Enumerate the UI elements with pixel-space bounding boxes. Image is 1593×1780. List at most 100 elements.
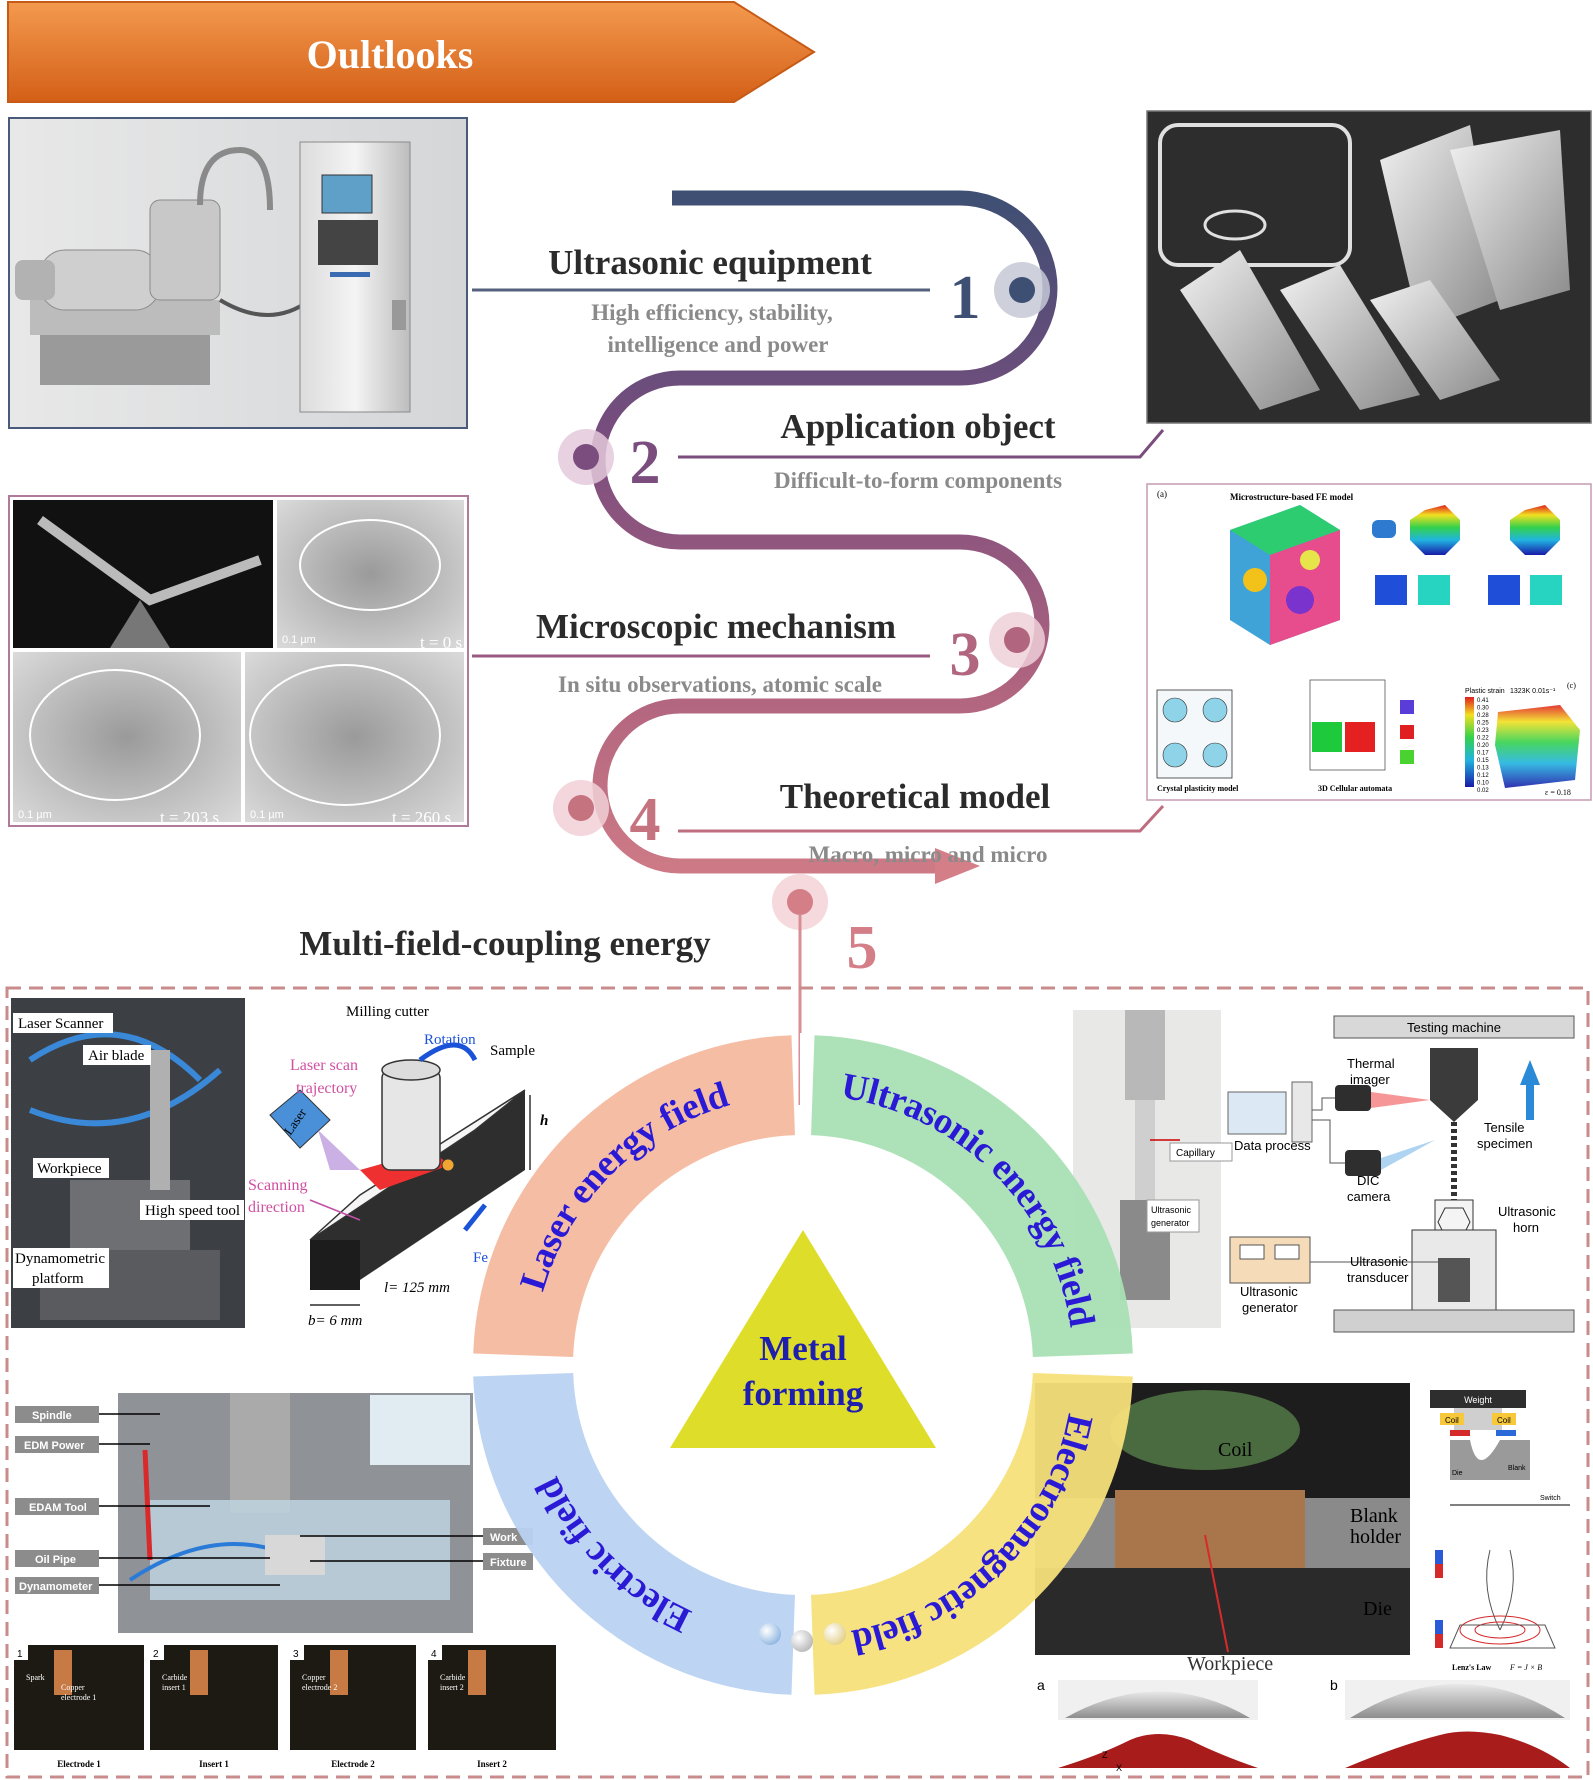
fe-legend-value: 0.13 [1477, 766, 1489, 772]
electromagnetic-schematic: Weight Coil Coil Die Blank Switch Lenz's… [1430, 1390, 1570, 1672]
workpiece-label-laser: Workpiece [37, 1161, 102, 1177]
rotation-label: Rotation [424, 1032, 476, 1048]
transducer-label-2: transducer [1347, 1270, 1409, 1285]
step-2: Application object Difficult-to-form com… [630, 407, 1063, 497]
width-label: b= 6 mm [308, 1313, 362, 1329]
edm-frame-annotation: Copper [61, 1683, 85, 1692]
edm-power-label: EDM Power [24, 1440, 85, 1452]
edm-frame-annotation: Spark [26, 1673, 45, 1682]
tensile-label-1: Tensile [1484, 1120, 1524, 1135]
step-marker-1 [994, 262, 1050, 318]
time-label-260: t = 260 s [392, 808, 451, 827]
die-label: Die [1363, 1598, 1392, 1620]
strain-condition: 1323K 0.01s⁻¹ [1510, 688, 1556, 695]
horn-label-1: Ultrasonic [1498, 1204, 1556, 1219]
strain-epsilon: ε = 0.18 [1545, 788, 1571, 797]
step-marker-5 [772, 874, 828, 930]
fe-legend-value: 0.15 [1477, 758, 1489, 764]
ring-segment-1 [811, 1035, 1133, 1357]
step-3-sub1: In situ observations, atomic scale [558, 672, 882, 697]
step-2-sub1: Difficult-to-form components [774, 468, 1062, 493]
edm-frame-number: 4 [431, 1649, 437, 1660]
work-label: Work [490, 1532, 518, 1544]
laser-scan-label-1: Laser scan [290, 1057, 358, 1074]
edm-frame-annotation: insert 1 [162, 1683, 186, 1692]
dynamometer-label: Dynamometer [19, 1581, 93, 1593]
step-2-number: 2 [630, 429, 661, 497]
height-label: h [540, 1113, 548, 1129]
workpiece-label-em: Workpiece [1187, 1653, 1273, 1675]
edm-frame-caption: Insert 2 [477, 1759, 507, 1769]
data-process-label: Data process [1234, 1138, 1311, 1153]
edm-frame-annotation: Carbide [162, 1673, 188, 1682]
axis-x-label: X [1116, 1763, 1122, 1773]
step-1-sub1: High efficiency, stability, [591, 300, 833, 325]
length-label: l= 125 mm [384, 1280, 450, 1296]
time-label-203: t = 203 s [160, 808, 219, 827]
blank-holder-label-1: Blank [1350, 1505, 1398, 1527]
step-5-number: 5 [847, 914, 878, 982]
ultrasonic-tensile-schematic: Testing machine Thermal imager Data proc… [1227, 1015, 1575, 1333]
air-blade-label: Air blade [88, 1048, 145, 1064]
laser-milling-schematic: Milling cutter Rotation Sample Laser sca… [248, 1004, 548, 1329]
step-4-sub1: Macro, micro and micro [809, 842, 1048, 867]
ring-segment-3 [811, 1373, 1133, 1695]
fe-legend-value: 0.12 [1477, 773, 1489, 779]
crystal-plasticity-label: Crystal plasticity model [1157, 784, 1239, 793]
connector-4 [678, 804, 1165, 833]
fe-legend-value: 0.28 [1477, 713, 1489, 719]
ultra-gen-small-2: generator [1151, 1218, 1190, 1228]
edm-setup-photo: Spindle EDM Power EDAM Tool Oil Pipe Dyn… [15, 1393, 533, 1633]
fe-legend-value: 0.25 [1477, 721, 1489, 727]
scanning-label-1: Scanning [248, 1177, 308, 1194]
feed-label: Fe [473, 1250, 488, 1266]
roadmap-path [590, 190, 1058, 884]
cellular-automata-label: 3D Cellular automata [1318, 784, 1392, 793]
oil-pipe-label: Oil Pipe [35, 1554, 76, 1566]
edm-frame-number: 3 [293, 1649, 299, 1660]
edm-frame-annotation: Carbide [440, 1673, 466, 1682]
tensile-label-2: specimen [1477, 1136, 1533, 1151]
dic-label-1: DIC [1357, 1173, 1379, 1188]
edm-frame-annotation: insert 2 [440, 1683, 464, 1692]
lenz-equation: F = J × B [1509, 1663, 1542, 1672]
ultrasonic-tensile-photo: Capillary Ultrasonic generator [1073, 1010, 1233, 1328]
step-1: Ultrasonic equipment High efficiency, st… [548, 243, 980, 357]
more-fields-ellipsis [759, 1623, 846, 1652]
step-1-title: Ultrasonic equipment [548, 243, 872, 282]
fe-legend-values: 0.410.300.280.250.230.220.200.170.150.13… [1477, 698, 1489, 794]
ring-segment-2 [473, 1373, 795, 1695]
sample-label: Sample [490, 1043, 535, 1059]
edm-frame-number: 1 [17, 1649, 23, 1660]
die-small-label: Die [1452, 1470, 1463, 1477]
plastic-strain-label: Plastic strain [1465, 688, 1505, 695]
banner-title: Oultlooks [307, 32, 474, 77]
spindle-label: Spindle [32, 1410, 72, 1422]
lenz-law-label: Lenz's Law [1452, 1663, 1492, 1672]
transducer-label-1: Ultrasonic [1350, 1254, 1408, 1269]
edm-frame-caption: Electrode 2 [331, 1759, 375, 1769]
edm-frame-caption: Electrode 1 [57, 1759, 101, 1769]
laser-scan-label-2: trajectory [296, 1080, 357, 1097]
testing-machine-label: Testing machine [1407, 1020, 1501, 1035]
dynamometric-label: Dynamometric [15, 1251, 105, 1267]
axis-z-label: Z [1102, 1750, 1108, 1760]
fe-legend-value: 0.41 [1477, 698, 1489, 704]
thermal-imager-label-1: Thermal [1347, 1056, 1395, 1071]
step-3-number: 3 [950, 621, 981, 689]
laser-setup-photo: Laser Scanner Air blade Workpiece High s… [11, 998, 245, 1328]
scanning-label-2: direction [248, 1199, 305, 1216]
ultrasonic-equipment-photo [8, 117, 468, 429]
ring-segment-0 [473, 1035, 795, 1357]
step-1-number: 1 [950, 264, 981, 332]
thermal-imager-label-2: imager [1350, 1072, 1390, 1087]
blank-holder-label-2: holder [1350, 1526, 1401, 1548]
difficult-components-photo [1146, 110, 1592, 424]
ultra-gen-small-1: Ultrasonic [1151, 1205, 1192, 1215]
step-marker-2 [558, 429, 614, 485]
dic-label-2: camera [1347, 1189, 1391, 1204]
fixture-label: Fixture [490, 1557, 527, 1569]
coil-small-label-2: Coil [1497, 1416, 1511, 1425]
fe-legend-value: 0.10 [1477, 781, 1489, 787]
